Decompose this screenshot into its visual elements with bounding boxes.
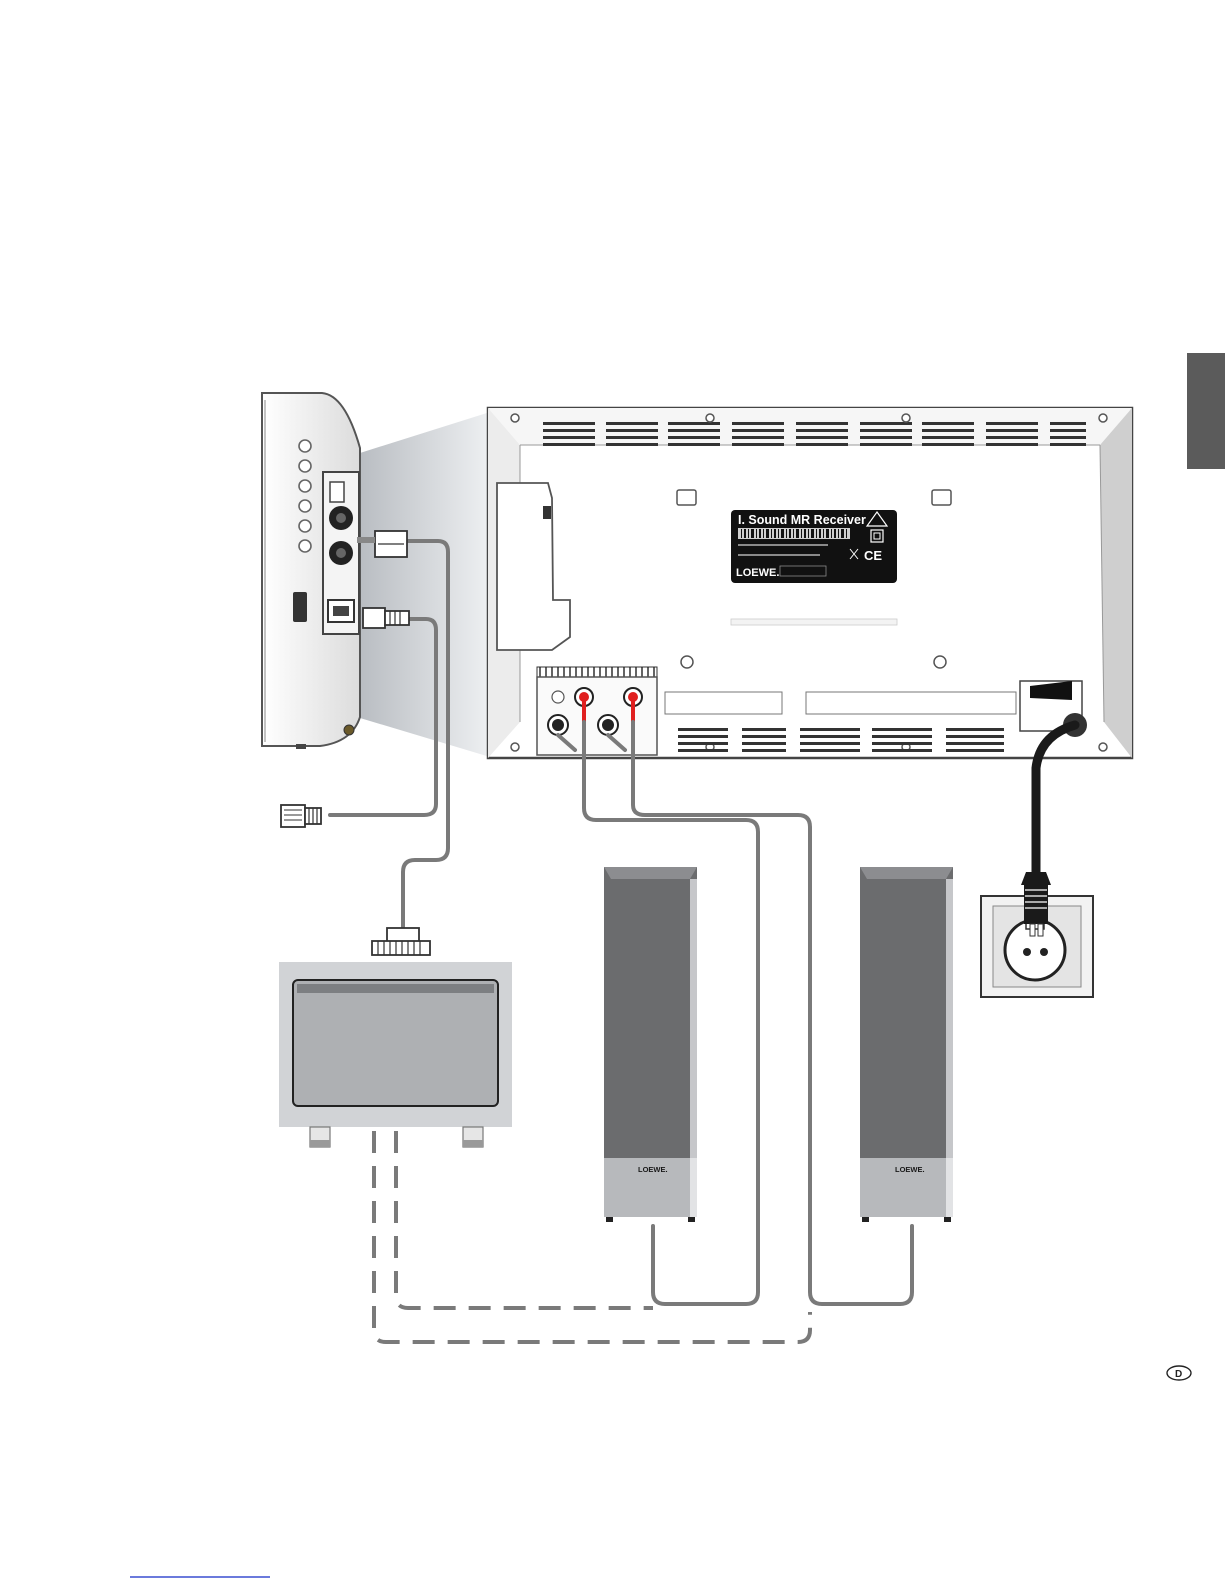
page-side-tab — [1187, 353, 1225, 469]
network-plug-side — [363, 608, 409, 628]
receiver-side-view — [262, 393, 360, 749]
receiver-rear-view: I. Sound MR Receiver LOEWE. CE — [488, 408, 1132, 758]
side-slot — [293, 592, 307, 622]
ce-mark: CE — [864, 548, 882, 563]
speaker-connector-block — [537, 667, 657, 755]
speaker-left: LOEWE. — [604, 867, 697, 1222]
subwoofer-unit — [279, 962, 512, 1147]
speaker-right: LOEWE. — [860, 867, 953, 1222]
speaker-right-brand: LOEWE. — [895, 1165, 925, 1174]
language-marker: D — [1167, 1366, 1191, 1380]
black-terminal-left — [548, 715, 568, 735]
optional-cables — [374, 1131, 810, 1342]
type-label-brand: LOEWE. — [736, 567, 779, 579]
network-plug — [281, 805, 321, 827]
side-antenna-socket — [344, 725, 354, 735]
type-label-title: I. Sound MR Receiver — [738, 513, 866, 527]
zoom-projection-cone — [360, 412, 490, 757]
optional-cable-outer — [374, 1131, 810, 1342]
type-label: I. Sound MR Receiver LOEWE. CE — [731, 510, 897, 583]
speaker-left-brand: LOEWE. — [638, 1165, 668, 1174]
black-terminal-right — [598, 715, 618, 735]
side-connector-panel — [323, 472, 359, 634]
language-marker-label: D — [1175, 1369, 1182, 1380]
d-sub-connector — [372, 928, 430, 955]
